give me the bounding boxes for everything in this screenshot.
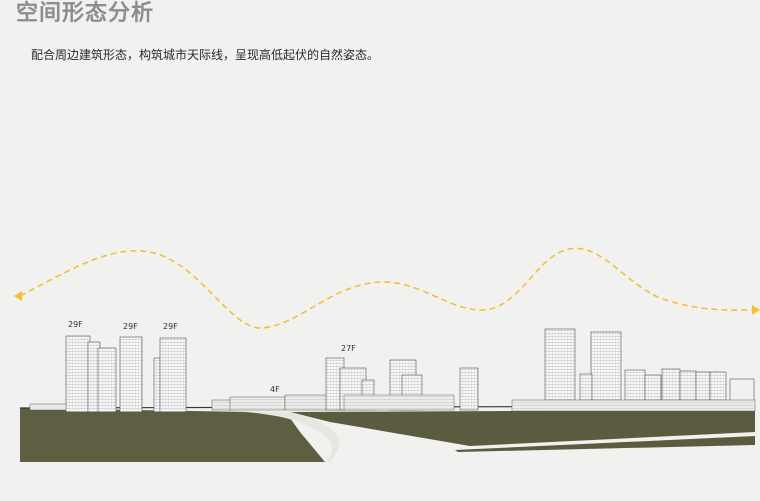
- skyline-curve: [19, 247, 757, 329]
- tower-cluster-right: [511, 328, 756, 412]
- floor-label-tower-1: 29F: [68, 320, 83, 329]
- ground-right: [290, 410, 755, 446]
- curve-arrow-left: [14, 291, 22, 301]
- curve-arrow-right: [752, 305, 760, 315]
- page-subtitle: 配合周边建筑形态，构筑城市天际线，呈现高低起伏的自然姿态。: [31, 48, 380, 62]
- floor-label-middle-tower: 27F: [341, 344, 356, 353]
- floor-label-low-rise: 4F: [270, 385, 280, 394]
- floor-label-tower-2: 29F: [123, 322, 138, 331]
- floor-label-tower-3: 29F: [163, 322, 178, 331]
- page-title: 空间形态分析: [16, 1, 155, 26]
- ground-left: [20, 408, 325, 462]
- tower-cluster-left: [29, 335, 187, 413]
- ground-right-lower: [455, 436, 755, 452]
- low-rise-4f: [211, 394, 346, 411]
- road: [245, 412, 340, 462]
- tower-cluster-middle: [325, 357, 479, 411]
